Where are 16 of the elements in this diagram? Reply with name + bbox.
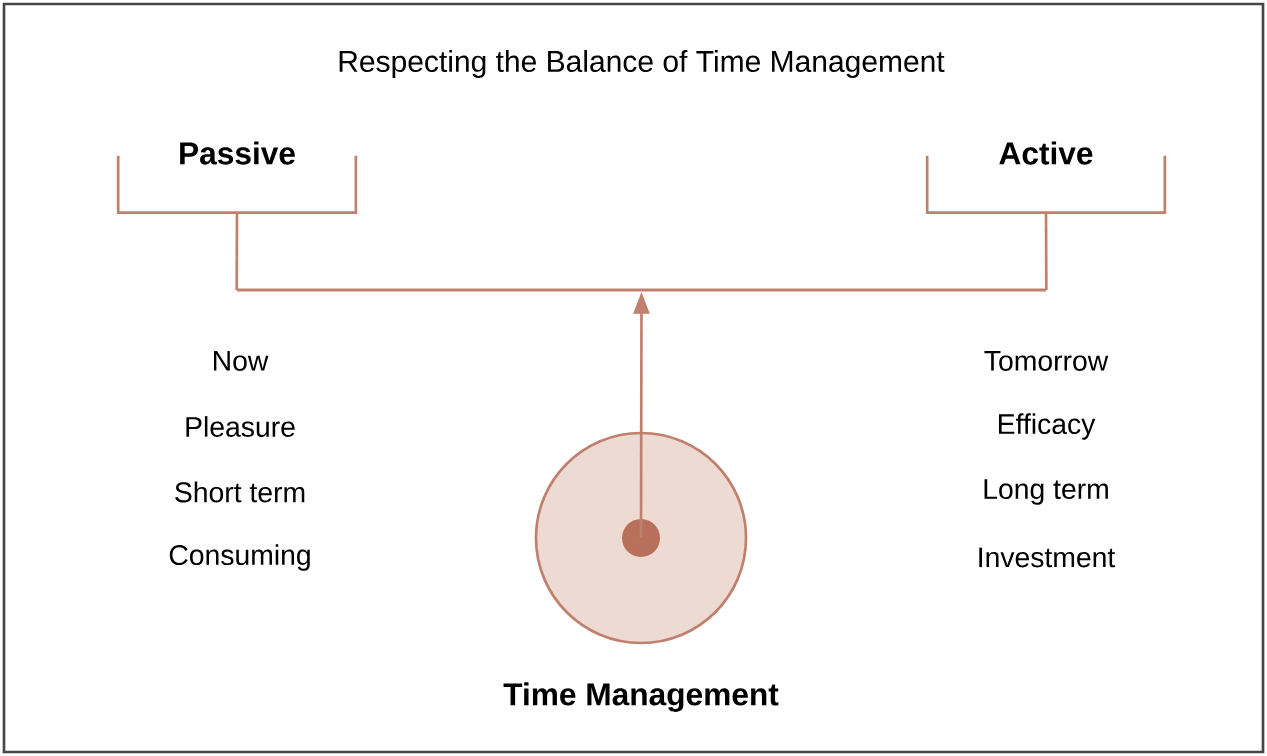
- pan-bracket: Passive: [116, 141, 358, 214]
- connector-line: [1044, 212, 1048, 290]
- center-dot: [622, 519, 660, 557]
- list-item: Efficacy: [999, 413, 1096, 440]
- balance-beam: [237, 288, 1046, 292]
- list-item: Consuming: [169, 544, 310, 571]
- pan-bracket: Active: [925, 141, 1167, 214]
- list-item: Pleasure: [186, 416, 295, 437]
- list-item: Short term: [175, 481, 305, 503]
- list-item: Tomorrow: [984, 351, 1109, 371]
- list-item: Investment: [979, 547, 1116, 568]
- title: Respecting the Balance of Time Management: [339, 50, 945, 78]
- list-item: Long term: [984, 479, 1108, 505]
- node-label: Time Management: [503, 682, 779, 712]
- connector-line: [235, 212, 239, 290]
- list-item: Now: [214, 351, 269, 371]
